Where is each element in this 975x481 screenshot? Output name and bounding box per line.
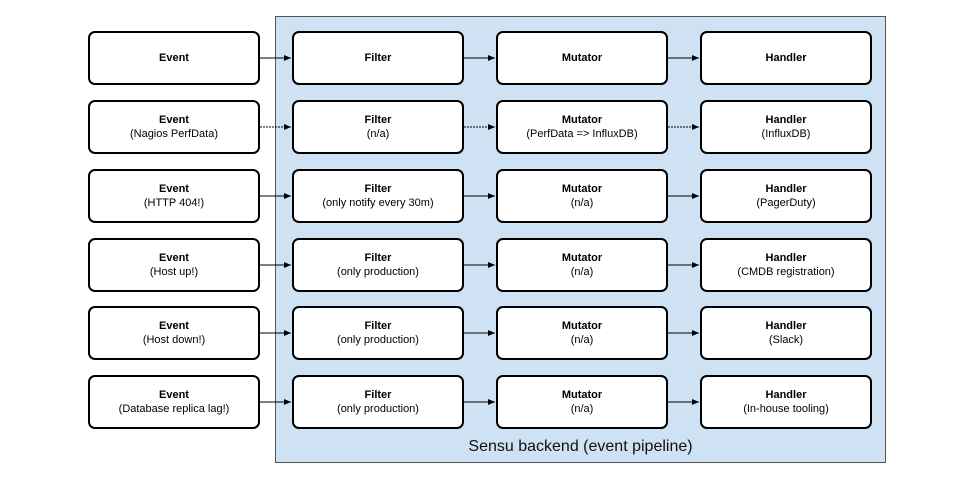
handler-node: Handler (CMDB registration) — [700, 238, 872, 292]
filter-title: Filter — [364, 252, 392, 264]
handler-node: Handler — [700, 31, 872, 85]
event-title: Event — [159, 183, 189, 195]
event-title: Event — [159, 114, 189, 126]
mutator-description: (n/a) — [570, 197, 594, 209]
event-description: (Database replica lag!) — [118, 403, 230, 415]
handler-description: (CMDB registration) — [737, 266, 835, 278]
backend-label: Sensu backend (event pipeline) — [468, 438, 693, 455]
mutator-title: Mutator — [561, 114, 603, 126]
mutator-title: Mutator — [561, 183, 603, 195]
filter-node: Filter (only production) — [292, 375, 464, 429]
mutator-node: Mutator (PerfData => InfluxDB) — [496, 100, 668, 154]
mutator-node: Mutator (n/a) — [496, 169, 668, 223]
handler-node: Handler (Slack) — [700, 306, 872, 360]
filter-description: (only production) — [337, 403, 419, 415]
filter-description: (only notify every 30m) — [322, 197, 434, 209]
handler-description: (PagerDuty) — [756, 197, 816, 209]
event-node: Event (Host up!) — [88, 238, 260, 292]
event-node: Event (Host down!) — [88, 306, 260, 360]
handler-title: Handler — [765, 320, 807, 332]
filter-node: Filter (n/a) — [292, 100, 464, 154]
mutator-description: (n/a) — [570, 266, 594, 278]
filter-title: Filter — [364, 114, 392, 126]
mutator-title: Mutator — [561, 252, 603, 264]
filter-title: Filter — [364, 320, 392, 332]
event-node: Event (Database replica lag!) — [88, 375, 260, 429]
filter-node: Filter (only notify every 30m) — [292, 169, 464, 223]
event-description: (Nagios PerfData) — [129, 128, 219, 140]
filter-description: (only production) — [337, 266, 419, 278]
event-title: Event — [159, 320, 189, 332]
event-title: Event — [159, 389, 189, 401]
filter-description: (only production) — [337, 334, 419, 346]
mutator-node: Mutator — [496, 31, 668, 85]
handler-title: Handler — [765, 389, 807, 401]
mutator-node: Mutator (n/a) — [496, 375, 668, 429]
event-title: Event — [159, 252, 189, 264]
filter-node: Filter — [292, 31, 464, 85]
handler-title: Handler — [765, 52, 807, 64]
handler-description: (InfluxDB) — [761, 128, 811, 140]
mutator-description: (n/a) — [570, 403, 594, 415]
event-node: Event — [88, 31, 260, 85]
event-description: (Host up!) — [149, 266, 199, 278]
filter-title: Filter — [364, 52, 392, 64]
mutator-description: (n/a) — [570, 334, 594, 346]
event-node: Event (HTTP 404!) — [88, 169, 260, 223]
handler-description: (In-house tooling) — [743, 403, 829, 415]
filter-title: Filter — [364, 389, 392, 401]
handler-description: (Slack) — [768, 334, 804, 346]
mutator-description: (PerfData => InfluxDB) — [526, 128, 638, 140]
filter-description: (n/a) — [366, 128, 390, 140]
handler-title: Handler — [765, 114, 807, 126]
handler-title: Handler — [765, 252, 807, 264]
mutator-title: Mutator — [561, 389, 603, 401]
event-description: (HTTP 404!) — [143, 197, 205, 209]
event-node: Event (Nagios PerfData) — [88, 100, 260, 154]
event-description: (Host down!) — [142, 334, 206, 346]
handler-title: Handler — [765, 183, 807, 195]
mutator-title: Mutator — [561, 52, 603, 64]
filter-node: Filter (only production) — [292, 238, 464, 292]
mutator-node: Mutator (n/a) — [496, 238, 668, 292]
mutator-node: Mutator (n/a) — [496, 306, 668, 360]
handler-node: Handler (InfluxDB) — [700, 100, 872, 154]
mutator-title: Mutator — [561, 320, 603, 332]
filter-node: Filter (only production) — [292, 306, 464, 360]
handler-node: Handler (In-house tooling) — [700, 375, 872, 429]
event-title: Event — [159, 52, 189, 64]
handler-node: Handler (PagerDuty) — [700, 169, 872, 223]
filter-title: Filter — [364, 183, 392, 195]
